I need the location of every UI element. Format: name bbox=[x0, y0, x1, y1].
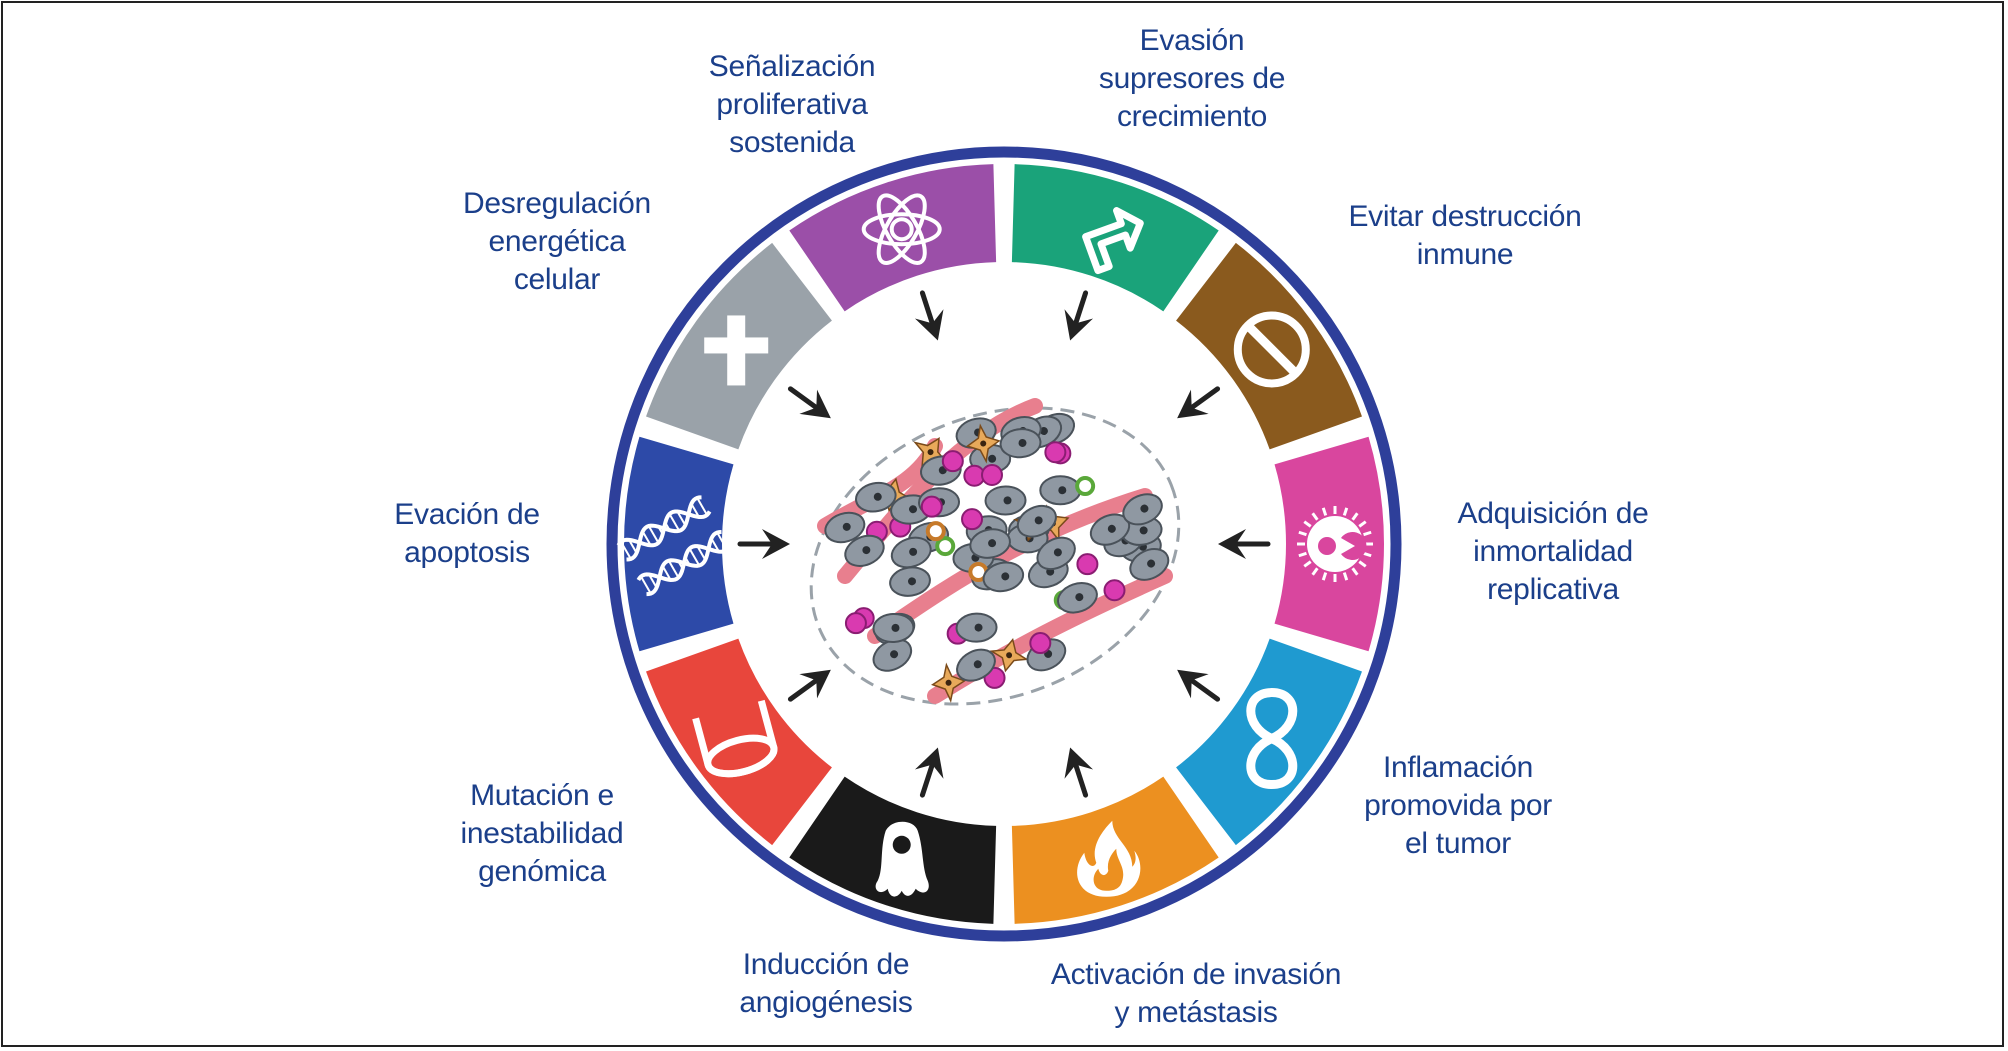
immune-cell-icon bbox=[1297, 506, 1373, 582]
infinity-icon bbox=[1246, 688, 1298, 790]
fibroblast-cell bbox=[931, 662, 967, 703]
arrow-tumor-promoting-inflammation bbox=[1064, 747, 1094, 798]
tumor-cell bbox=[1122, 493, 1163, 526]
arrow-replicative-immortality bbox=[1177, 669, 1221, 702]
arrow-evading-growth-suppressors bbox=[1177, 386, 1221, 419]
immune-cell bbox=[961, 508, 984, 531]
label-resisting-cell-death: Evación de apoptosis bbox=[394, 498, 540, 569]
arrow-resisting-cell-death bbox=[787, 386, 831, 419]
migrating-cell-icon bbox=[875, 821, 929, 897]
immune-cell bbox=[941, 450, 964, 473]
tumor-cell bbox=[824, 511, 866, 544]
label-sustained-proliferative-signaling: Señalización proliferativa sostenida bbox=[708, 50, 876, 159]
tumor-cell bbox=[889, 566, 931, 597]
label-genome-instability: Mutación e inestabilidad genómica bbox=[460, 779, 624, 888]
label-avoiding-immune-destruction: Evitar destrucción inmune bbox=[1348, 200, 1582, 271]
bent-arrow-icon bbox=[1082, 207, 1144, 275]
tumor-cell bbox=[969, 528, 1011, 559]
arrow-invasion-metastasis bbox=[914, 747, 944, 798]
tumor-cell bbox=[1016, 504, 1057, 538]
stromal-cell bbox=[1075, 476, 1096, 497]
dna-helix-icon bbox=[616, 495, 732, 597]
tumor-cell bbox=[1129, 548, 1170, 581]
stromal-cell bbox=[935, 536, 956, 557]
immune-cell bbox=[844, 612, 867, 635]
immune-cell bbox=[920, 495, 943, 518]
fibroblast-cell bbox=[989, 638, 1029, 673]
label-angiogenesis: Inducción de angiogénesis bbox=[739, 948, 913, 1019]
tumor-cell bbox=[999, 428, 1042, 459]
label-deregulating-energetics: Desregulación energética celular bbox=[463, 187, 651, 296]
tumor-cell bbox=[956, 648, 996, 682]
tumor-cell bbox=[844, 534, 885, 567]
immune-cell bbox=[980, 463, 1003, 486]
segment-deregulating-energetics bbox=[789, 164, 997, 312]
tumor-cell bbox=[982, 561, 1025, 593]
arrow-avoiding-immune-destruction bbox=[1218, 529, 1271, 559]
cross-icon bbox=[704, 315, 769, 386]
immune-cell bbox=[1044, 441, 1067, 464]
hallmark-ring bbox=[606, 146, 1402, 942]
stromal-cell bbox=[925, 521, 946, 542]
label-replicative-immortality: Adquisición de inmortalidad replicativa bbox=[1457, 497, 1649, 606]
immune-cell bbox=[1076, 553, 1099, 576]
prohibition-sign-icon bbox=[1233, 311, 1310, 388]
arrow-sustained-proliferative-signaling bbox=[1064, 290, 1094, 341]
arrow-genome-instability bbox=[737, 529, 790, 559]
inward-arrows bbox=[737, 290, 1271, 798]
tumor-cell bbox=[1089, 513, 1131, 546]
tumor-cell bbox=[1039, 475, 1082, 506]
atom-icon bbox=[861, 193, 942, 265]
immune-cell bbox=[1029, 632, 1052, 655]
immune-cell bbox=[1103, 579, 1126, 602]
tumor-microenvironment bbox=[809, 398, 1181, 706]
label-invasion-metastasis: Activación de invasión y metástasis bbox=[1050, 958, 1342, 1029]
tumor-cell bbox=[1036, 536, 1076, 571]
tumor-cell bbox=[855, 481, 897, 513]
arrow-angiogenesis bbox=[787, 669, 831, 702]
tumor-cell bbox=[890, 536, 932, 569]
tumor-cell bbox=[955, 612, 998, 643]
label-tumor-promoting-inflammation: Inflamación promovida por el tumor bbox=[1364, 751, 1552, 860]
flame-icon bbox=[1077, 820, 1141, 897]
segment-genome-instability bbox=[624, 436, 734, 652]
tumor-cell bbox=[1057, 581, 1098, 614]
blood-vessel-icon bbox=[692, 699, 778, 778]
arrow-deregulating-energetics bbox=[914, 290, 944, 341]
tumor-cell bbox=[872, 638, 913, 672]
fibroblast-cell bbox=[965, 423, 1001, 464]
tumor-cell bbox=[872, 612, 915, 643]
tumor-cell bbox=[984, 485, 1027, 516]
label-evading-growth-suppressors: Evasión supresores de crecimiento bbox=[1098, 24, 1286, 133]
